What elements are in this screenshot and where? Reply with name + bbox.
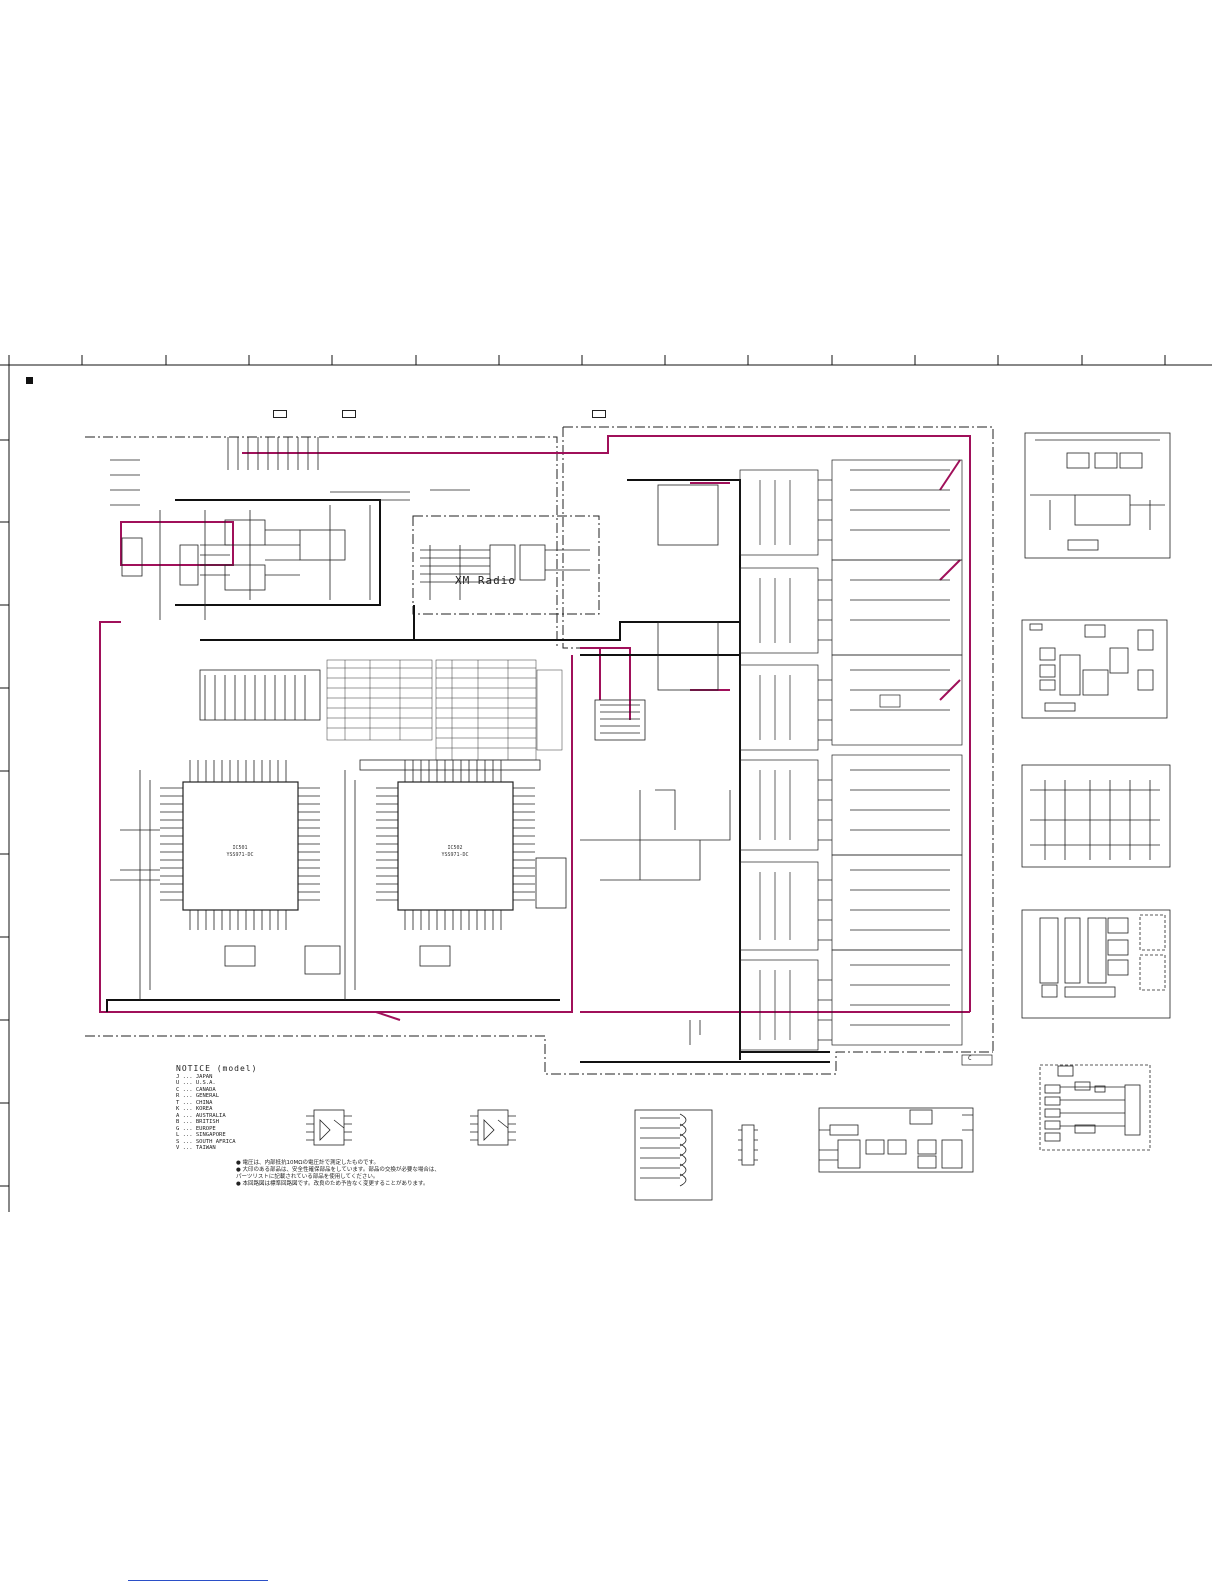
ic-block-diagrams bbox=[1021, 432, 1171, 1151]
notice-line: U ... U.S.A. bbox=[176, 1080, 216, 1086]
notice-line: C ... CANADA bbox=[176, 1086, 216, 1093]
dsp-ic-left bbox=[110, 669, 341, 1000]
notice-line: L ... SINGAPORE bbox=[176, 1132, 226, 1138]
bottom-ic-pinouts bbox=[306, 1107, 974, 1201]
board-outline bbox=[85, 426, 994, 1075]
output-channel-blocks bbox=[739, 459, 993, 1066]
xm-radio-label: XM Radio bbox=[455, 574, 516, 587]
ref-box-1 bbox=[273, 410, 287, 418]
dsp-right-name: IC502 bbox=[447, 845, 462, 851]
notice-line: K ... KOREA bbox=[176, 1106, 213, 1112]
notice-line: B ... BRITISH bbox=[176, 1119, 220, 1125]
notice-line: R ... GENERAL bbox=[176, 1093, 220, 1099]
section-marker-icon bbox=[26, 377, 33, 384]
signal-paths bbox=[99, 435, 971, 1021]
mid-selector bbox=[580, 484, 731, 1045]
note-line: パーツリストに記載されている部品を使用してください。 bbox=[236, 1174, 379, 1180]
note-line: ● 本回路図は標準回路図です。改良のため予告なく変更することがあります。 bbox=[236, 1181, 429, 1187]
notice-line: S ... SOUTH AFRICA bbox=[176, 1138, 236, 1145]
page-tag: C bbox=[968, 1055, 972, 1062]
frame-ruler bbox=[0, 355, 1212, 1212]
config-table bbox=[326, 659, 563, 761]
schematic-notes: ● 電圧は、内部抵抗10MΩの電圧計で測定したものです。 ● 大印のある部品は、… bbox=[236, 1160, 440, 1188]
dsp-left-part: YSS971-DC bbox=[226, 852, 253, 858]
bottom-link-underline[interactable] bbox=[128, 1580, 268, 1581]
notice-title: NOTICE (model) bbox=[176, 1064, 258, 1073]
ref-box-3 bbox=[592, 410, 606, 418]
bus-lines bbox=[106, 479, 830, 1063]
notice-legend: NOTICE (model) J ... JAPAN U ... U.S.A. … bbox=[176, 1064, 258, 1152]
notice-line: T ... CHINA bbox=[176, 1099, 213, 1106]
dsp-right-part: YSS971-DC bbox=[441, 852, 468, 858]
xm-radio-circuit bbox=[420, 544, 590, 600]
dsp-left-name: IC501 bbox=[232, 845, 247, 851]
note-line: ● 大印のある部品は、安全性確保部品をしています。部品の交換が必要な場合は、 bbox=[236, 1167, 440, 1173]
notice-line: A ... AUSTRALIA bbox=[176, 1112, 226, 1119]
ref-box-2 bbox=[342, 410, 356, 418]
notice-line: G ... EUROPE bbox=[176, 1125, 216, 1132]
notice-line: V ... TAIWAN bbox=[176, 1145, 216, 1151]
notice-line: J ... JAPAN bbox=[176, 1073, 213, 1080]
dsp-ic-right bbox=[344, 759, 567, 1000]
input-select-block bbox=[110, 437, 470, 620]
note-line: ● 電圧は、内部抵抗10MΩの電圧計で測定したものです。 bbox=[236, 1160, 379, 1166]
